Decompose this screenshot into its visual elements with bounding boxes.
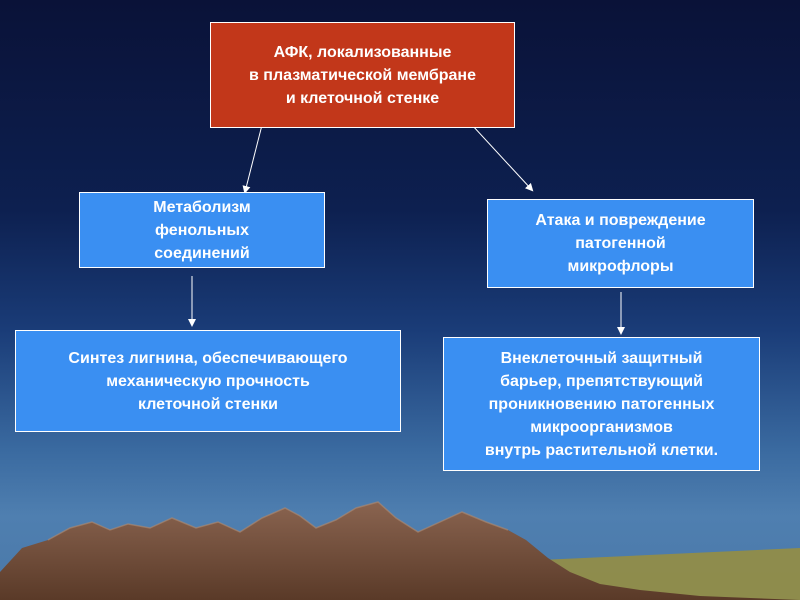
right-branch-node-text: Атака и повреждение патогенной микрофлор… <box>535 209 705 278</box>
left-branch-node-text: Метаболизм фенольных соединений <box>153 196 250 265</box>
right-result-node: Внеклеточный защитный барьер, препятству… <box>443 337 760 471</box>
right-branch-node: Атака и повреждение патогенной микрофлор… <box>487 199 754 288</box>
left-result-node: Синтез лигнина, обеспечивающего механиче… <box>15 330 401 432</box>
root-node: АФК, локализованные в плазматической мем… <box>210 22 515 128</box>
left-result-node-text: Синтез лигнина, обеспечивающего механиче… <box>68 347 347 416</box>
root-node-text: АФК, локализованные в плазматической мем… <box>249 41 476 110</box>
connector-root-to-left-branch <box>245 125 262 192</box>
connector-root-to-right-branch <box>472 125 532 190</box>
right-result-node-text: Внеклеточный защитный барьер, препятству… <box>485 347 718 462</box>
left-branch-node: Метаболизм фенольных соединений <box>79 192 325 268</box>
